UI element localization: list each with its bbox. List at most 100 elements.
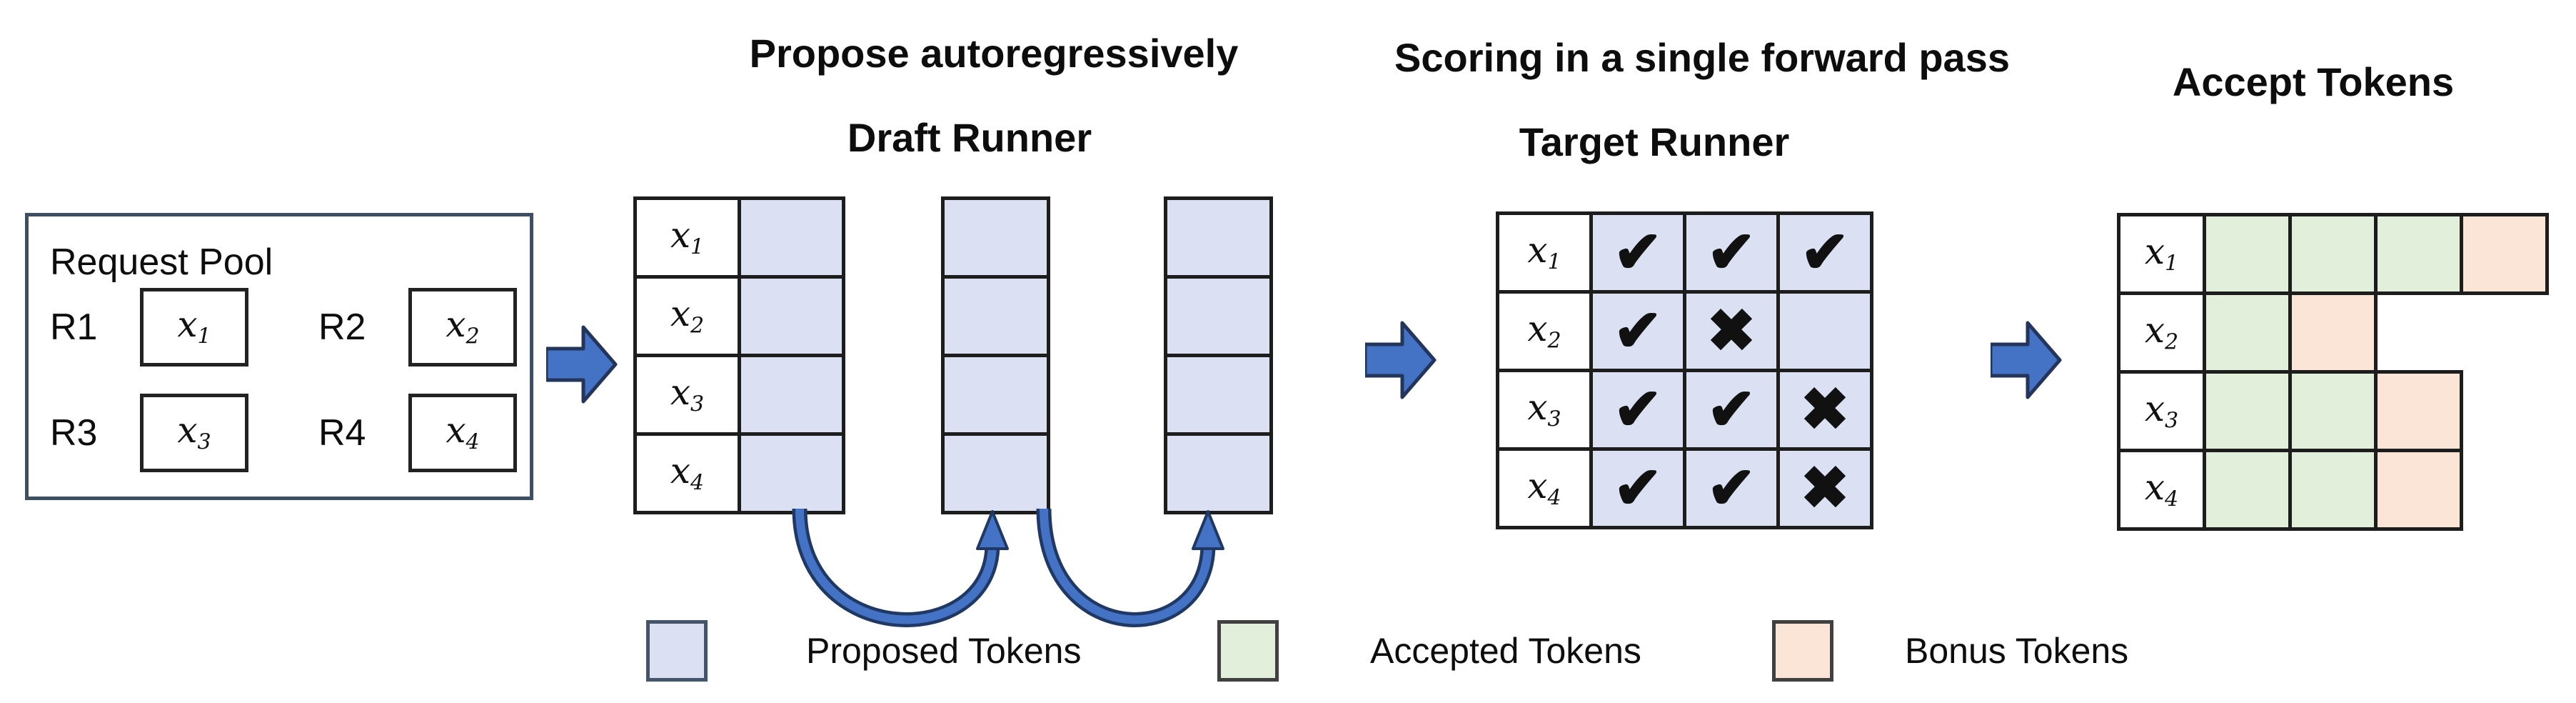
target-row: x4 ✔ ✔ ✖ [1496,447,1873,529]
request-id-label: R4 [318,412,366,454]
accepted-token-cell [2203,370,2292,452]
check-mark-icon: ✔ [1613,298,1663,364]
request-id-label: R1 [50,306,98,348]
proposed-token-cell [941,354,1050,436]
accept-token-label: x2 [2144,309,2179,355]
request-id-label: R3 [50,412,98,454]
proposed-token-cell [941,432,1050,514]
request-pool-row: R3 x3 R4 x4 [50,394,517,472]
legend-label: Proposed Tokens [806,631,1082,671]
cross-mark-icon: ✖ [1706,298,1756,364]
check-mark-icon: ✔ [1706,219,1756,285]
legend-item: Proposed Tokens [646,620,1081,682]
draft-row [941,432,1050,514]
draft-row: x3 [633,354,845,436]
draft-step2-grid [941,196,1050,514]
target-runner-grid: x1✔✔✔x2✔✖x3✔✔✖x4✔✔✖ [1496,211,1873,529]
token-label-cell: x2 [633,275,741,357]
target-token-label: x1 [1527,229,1561,275]
score-cell-check: ✔ [1589,369,1686,451]
propose-title: Propose autoregressively [749,31,1239,76]
score-cell-check: ✔ [1683,369,1780,451]
token-label-cell: x1 [2117,213,2206,295]
accepted-token-cell [2288,370,2378,452]
legend-swatch [646,620,708,682]
token-label-cell: x3 [2117,370,2206,452]
token-label-cell: x3 [633,354,741,436]
score-cell-cross: ✖ [1776,369,1873,451]
proposed-token-cell [738,354,845,436]
request-token-box: x1 [140,288,248,367]
proposed-token-cell [1164,275,1273,357]
request-token-label: x2 [446,304,480,349]
proposed-token-cell [1164,432,1273,514]
accept-row: x3 [2117,370,2549,452]
check-mark-icon: ✔ [1613,377,1663,442]
token-label-cell: x4 [2117,449,2206,531]
legend-label: Bonus Tokens [1905,631,2129,671]
request-token-label: x4 [446,409,480,455]
bonus-token-cell [2374,370,2463,452]
loop-arrow-2-icon [1036,508,1224,627]
legend-item: Accepted Tokens [1217,620,1641,682]
score-cell-check: ✔ [1589,447,1686,529]
check-mark-icon: ✔ [1706,455,1756,521]
accept-row: x1 [2117,213,2549,295]
target-runner-title: Target Runner [1519,119,1790,164]
draft-row [941,196,1050,279]
accepted-token-cell [2374,213,2463,295]
draft-row [1164,196,1273,279]
legend-item: Bonus Tokens [1772,620,2128,682]
score-cell-cross: ✖ [1683,290,1780,372]
target-token-label: x4 [1527,464,1561,511]
request-pool-row: R1 x1 R2 x2 [50,288,517,367]
proposed-token-cell [1164,354,1273,436]
proposed-token-cell [941,275,1050,357]
check-mark-icon: ✔ [1706,377,1756,442]
token-label-cell: x1 [1496,211,1593,294]
draft-row: x2 [633,275,845,357]
accept-tokens-title: Accept Tokens [2172,59,2455,104]
target-token-label: x2 [1527,307,1561,354]
bonus-token-cell [2374,449,2463,531]
request-pool-title: Request Pool [50,241,273,283]
token-label-cell: x2 [1496,290,1593,372]
legend-swatch [1772,620,1833,682]
proposed-token-cell [738,196,845,279]
score-cell-check: ✔ [1589,211,1686,294]
proposed-token-cell [1164,196,1273,279]
draft-row: x4 [633,432,845,514]
target-row: x2 ✔ ✖ [1496,290,1873,372]
token-label-cell: x4 [1496,447,1593,529]
target-token-label: x3 [1527,386,1561,432]
flow-arrow-1 [546,325,618,404]
loop-arrow-1-icon [792,508,1009,627]
autoregressive-loop-arrows [792,508,1224,627]
request-id-label: R2 [318,306,366,348]
request-token-box: x2 [408,288,517,367]
request-token-label: x3 [177,409,211,455]
score-cell-check: ✔ [1683,447,1780,529]
cross-mark-icon: ✖ [1800,377,1850,442]
request-token-box: x4 [408,394,517,472]
score-cell-check: ✔ [1776,211,1873,294]
draft-row [941,354,1050,436]
draft-row [941,275,1050,357]
proposed-token-cell [941,196,1050,279]
draft-token-label: x1 [670,214,705,260]
draft-row [1164,354,1273,436]
proposed-token-cell [738,275,845,357]
request-token-box: x3 [140,394,248,472]
draft-token-label: x4 [670,449,705,496]
score-cell-check: ✔ [1683,211,1780,294]
token-label-cell: x4 [633,432,741,514]
request-token-label: x1 [177,304,211,349]
score-cell-blank [1776,290,1873,372]
accept-row: x4 [2117,449,2549,531]
cross-mark-icon: ✖ [1800,455,1850,521]
accepted-token-cell [2288,449,2378,531]
accepted-token-cell [2203,291,2292,374]
